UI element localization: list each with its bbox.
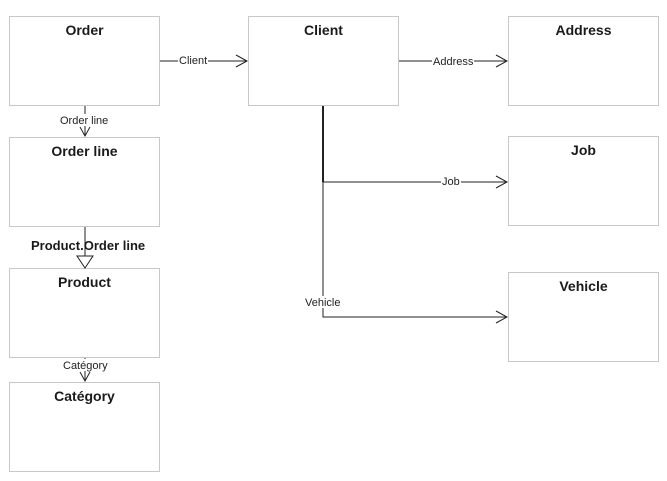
entity-job[interactable]: Job xyxy=(508,136,659,226)
entity-order-line[interactable]: Order line xyxy=(9,137,160,227)
edge-order-order-line[interactable]: Order line xyxy=(58,106,110,138)
edge-order-client[interactable]: Client xyxy=(160,54,249,68)
edge-product-category-arrowhead xyxy=(79,371,91,383)
entity-address[interactable]: Address xyxy=(508,16,659,106)
entity-category[interactable]: Catégory xyxy=(9,382,160,472)
entity-product-title: Product xyxy=(58,274,111,290)
edge-order-client-arrowhead xyxy=(235,54,249,68)
edge-client-vehicle-label: Vehicle xyxy=(305,297,340,309)
edge-client-vehicle[interactable]: Vehicle xyxy=(303,182,509,324)
entity-order-title: Order xyxy=(65,22,104,38)
inheritance-label: Product.Order line xyxy=(31,238,146,253)
entity-order[interactable]: Order xyxy=(9,16,160,106)
edge-order-line-product-inheritance[interactable] xyxy=(76,227,94,269)
entity-category-title: Catégory xyxy=(54,388,115,404)
entity-client[interactable]: Client xyxy=(248,16,399,106)
edge-client-address[interactable]: Address xyxy=(399,54,509,68)
edge-product-category-label: Catégory xyxy=(63,360,108,372)
edge-client-job-label: Job xyxy=(442,176,460,188)
edge-client-address-label: Address xyxy=(433,56,474,68)
inheritance-triangle-icon xyxy=(76,255,94,269)
entity-vehicle-title: Vehicle xyxy=(559,278,608,294)
edge-client-address-arrowhead xyxy=(495,54,509,68)
edge-client-job[interactable]: Job xyxy=(323,175,509,189)
edge-order-order-line-arrowhead xyxy=(79,126,91,138)
entity-order-line-title: Order line xyxy=(51,143,118,159)
entity-vehicle[interactable]: Vehicle xyxy=(508,272,659,362)
edge-client-vehicle-arrowhead xyxy=(495,310,509,324)
edge-product-category[interactable]: Catégory xyxy=(61,358,109,383)
edge-order-order-line-label: Order line xyxy=(60,115,108,127)
entity-product[interactable]: Product xyxy=(9,268,160,358)
entity-address-title: Address xyxy=(555,22,612,38)
edge-order-client-label: Client xyxy=(179,55,207,67)
entity-job-title: Job xyxy=(571,142,596,158)
entity-client-title: Client xyxy=(304,22,343,38)
edge-client-job-arrowhead xyxy=(495,175,509,189)
